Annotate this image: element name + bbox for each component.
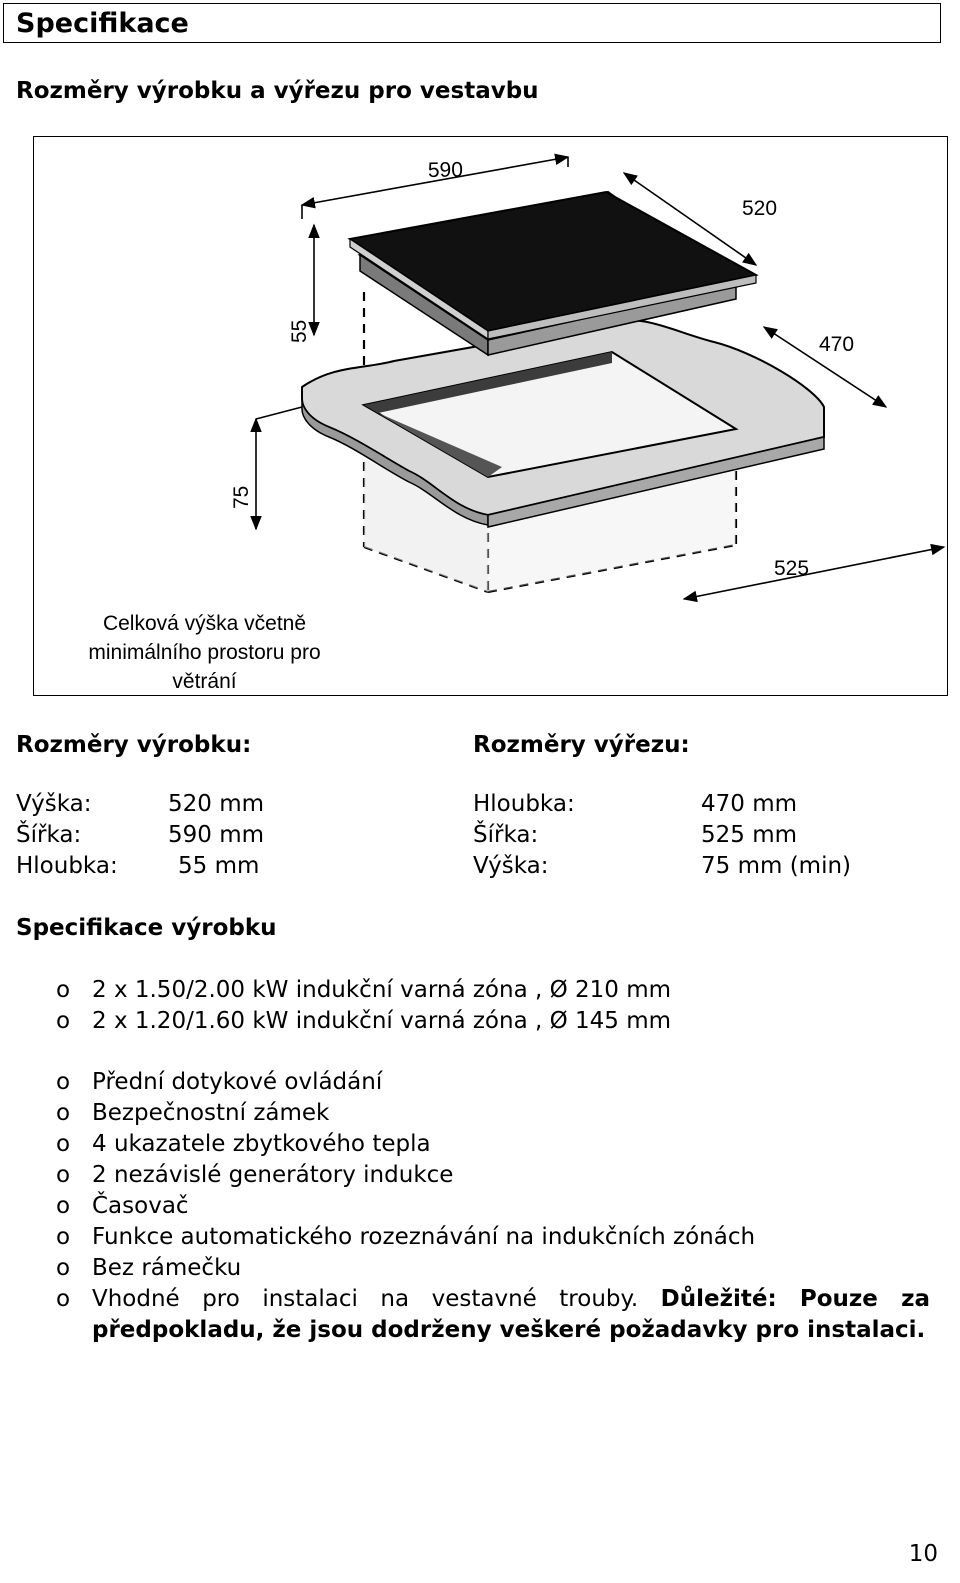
list-item: o Časovač	[16, 1191, 930, 1222]
ventilation-note: Celková výška včetně minimálního prostor…	[72, 609, 337, 696]
dim-label: Šířka:	[473, 822, 539, 848]
dim-value: 520 mm	[168, 791, 265, 817]
cutout-dim-row: Hloubka: 470 mm	[473, 789, 933, 820]
list-item: o Přední dotykové ovládání	[16, 1067, 930, 1098]
dim-value: 55 mm	[178, 853, 260, 879]
bullet-icon: o	[56, 977, 71, 1003]
feature-text: 2 nezávislé generátory indukce	[92, 1162, 454, 1188]
feature-text: Funkce automatického rozeznávání na indu…	[92, 1224, 756, 1250]
dim-label-75: 75	[230, 486, 253, 509]
dim-label: Šířka:	[16, 822, 82, 848]
zone-list: o 2 x 1.50/2.00 kW indukční varná zóna , …	[16, 975, 930, 1037]
product-dims-heading: Rozměry výrobku:	[16, 732, 252, 758]
product-dim-row: Výška: 520 mm	[16, 789, 416, 820]
bullet-icon: o	[56, 1224, 71, 1250]
bullet-icon: o	[56, 1162, 71, 1188]
dim-label: Výška:	[473, 853, 549, 879]
cutout-dims-heading: Rozměry výřezu:	[473, 732, 690, 758]
install-text: Vhodné pro instalaci na vestavné trouby.	[92, 1286, 639, 1312]
list-item: o 2 nezávislé generátory indukce	[16, 1160, 930, 1191]
product-dim-row: Hloubka: 55 mm	[16, 851, 416, 882]
list-item: o Funkce automatického rozeznávání na ind…	[16, 1222, 930, 1253]
feature-text: Bez rámečku	[92, 1255, 242, 1281]
dim-label: Hloubka:	[473, 791, 575, 817]
feature-text: Časovač	[92, 1193, 189, 1219]
dim-label-470: 470	[819, 333, 854, 356]
bullet-icon: o	[56, 1008, 71, 1034]
bullet-icon: o	[56, 1193, 71, 1219]
page-title: Specifikace	[16, 8, 189, 39]
product-dims-table: Výška: 520 mm Šířka: 590 mm Hloubka: 55 …	[16, 789, 416, 882]
section-header: Specifikace	[3, 3, 941, 43]
dim-label: Hloubka:	[16, 853, 118, 879]
note-line-2: minimálního prostoru pro	[88, 641, 321, 664]
note-line-3: větrání	[172, 670, 237, 693]
hob	[347, 190, 759, 357]
spec-heading: Specifikace výrobku	[16, 915, 277, 941]
installation-diagram: 590 520 55 470 75 525 Celková výška včet…	[33, 136, 948, 696]
dim-label-525: 525	[774, 557, 809, 580]
important-note: Důležité: Pouze za předpokladu, že jsou …	[92, 1286, 931, 1343]
dim-label-55: 55	[288, 320, 311, 343]
list-item-important: o Vhodné pro instalaci na vestavné trouby…	[16, 1284, 930, 1346]
dim-value: 525 mm	[701, 822, 798, 848]
note-line-1: Celková výška včetně	[102, 612, 307, 635]
zone-text: 2 x 1.20/1.60 kW indukční varná zóna , Ø…	[92, 1008, 672, 1034]
feature-text: 4 ukazatele zbytkového tepla	[92, 1131, 431, 1157]
bullet-icon: o	[56, 1255, 71, 1281]
dim-value: 75 mm (min)	[701, 853, 852, 879]
bullet-icon: o	[56, 1100, 71, 1126]
list-item: o 2 x 1.20/1.60 kW indukční varná zóna , …	[16, 1006, 930, 1037]
countertop	[301, 319, 825, 528]
bullet-icon: o	[56, 1131, 71, 1157]
bullet-icon: o	[56, 1286, 71, 1312]
feature-text: Přední dotykové ovládání	[92, 1069, 383, 1095]
list-item: o 2 x 1.50/2.00 kW indukční varná zóna , …	[16, 975, 930, 1006]
dim-value: 470 mm	[701, 791, 798, 817]
cutout-dims-table: Hloubka: 470 mm Šířka: 525 mm Výška: 75 …	[473, 789, 933, 882]
dim-label: Výška:	[16, 791, 92, 817]
product-dim-row: Šířka: 590 mm	[16, 820, 416, 851]
diagram-drawing: 590 520 55 470 75 525	[230, 153, 946, 603]
list-item: o Bezpečnostní zámek	[16, 1098, 930, 1129]
dim-value: 590 mm	[168, 822, 265, 848]
list-item: o 4 ukazatele zbytkového tepla	[16, 1129, 930, 1160]
dim-label-520: 520	[742, 197, 777, 220]
bullet-icon: o	[56, 1069, 71, 1095]
zone-text: 2 x 1.50/2.00 kW indukční varná zóna , Ø…	[92, 977, 672, 1003]
cutout-dim-row: Výška: 75 mm (min)	[473, 851, 933, 882]
page-number: 10	[908, 1541, 938, 1567]
dim-label-590: 590	[428, 158, 463, 182]
dimensions-heading: Rozměry výrobku a výřezu pro vestavbu	[16, 78, 539, 104]
cutout-dim-row: Šířka: 525 mm	[473, 820, 933, 851]
list-item: o Bez rámečku	[16, 1253, 930, 1284]
feature-text: Bezpečnostní zámek	[92, 1100, 330, 1126]
